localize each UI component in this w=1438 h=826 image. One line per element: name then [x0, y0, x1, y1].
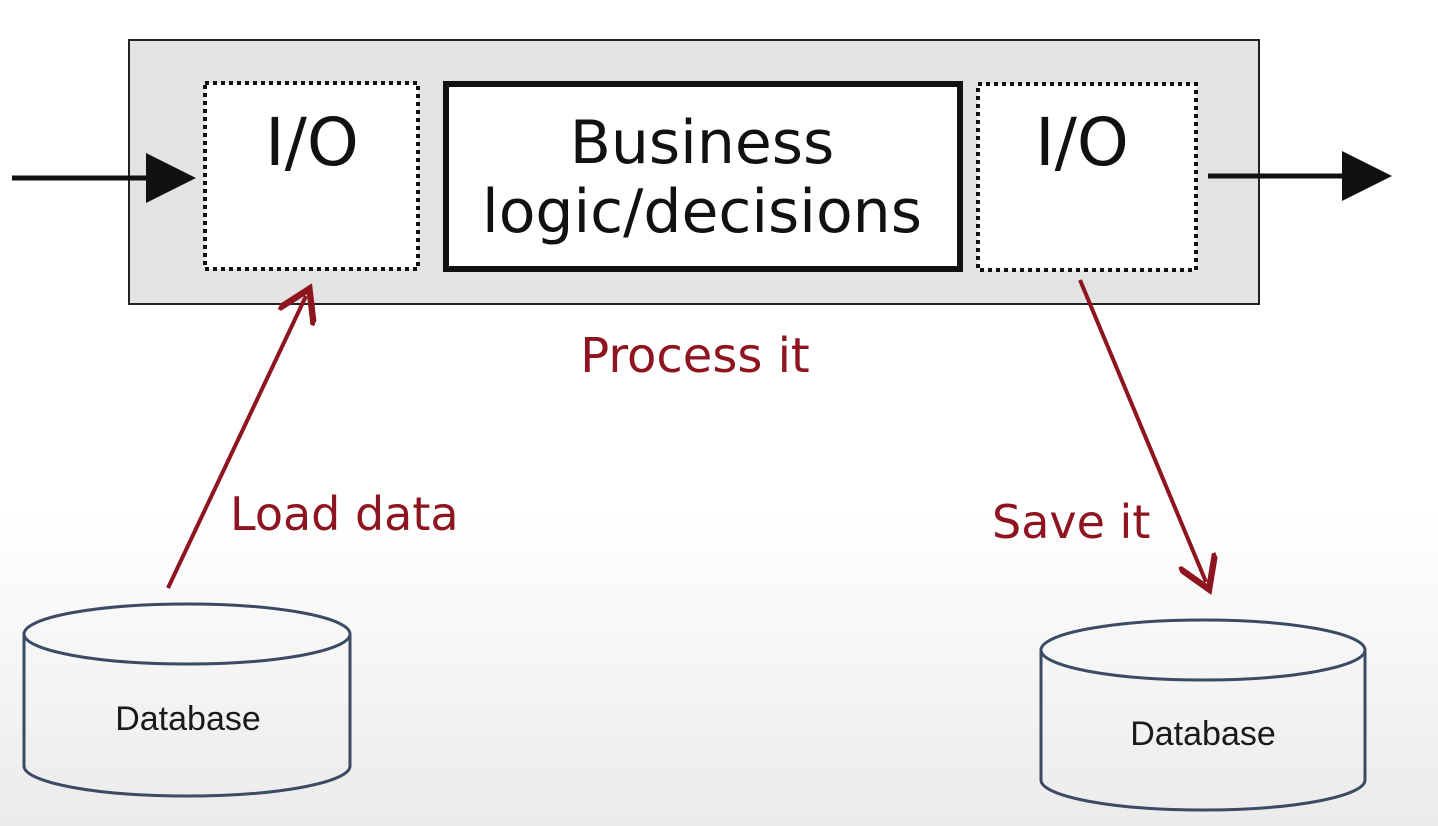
load-data-arrow [166, 296, 306, 589]
business-label-line2: logic/decisions [482, 177, 922, 247]
left-database: Database [22, 602, 352, 798]
right-database: Database [1039, 618, 1367, 812]
load-data-label: Load data [230, 487, 459, 541]
save-it-label: Save it [992, 495, 1150, 549]
left-database-label: Database [115, 700, 261, 738]
left-io-box [203, 81, 420, 271]
right-database-label: Database [1130, 715, 1276, 753]
process-label: Process it [580, 328, 810, 384]
right-io-box [976, 82, 1198, 272]
left-io-label: I/O [265, 104, 359, 181]
right-io-label: I/O [1035, 104, 1129, 181]
save-it-arrow [1078, 279, 1206, 582]
business-label-line1: Business [570, 108, 835, 178]
business-logic-box [443, 81, 963, 272]
